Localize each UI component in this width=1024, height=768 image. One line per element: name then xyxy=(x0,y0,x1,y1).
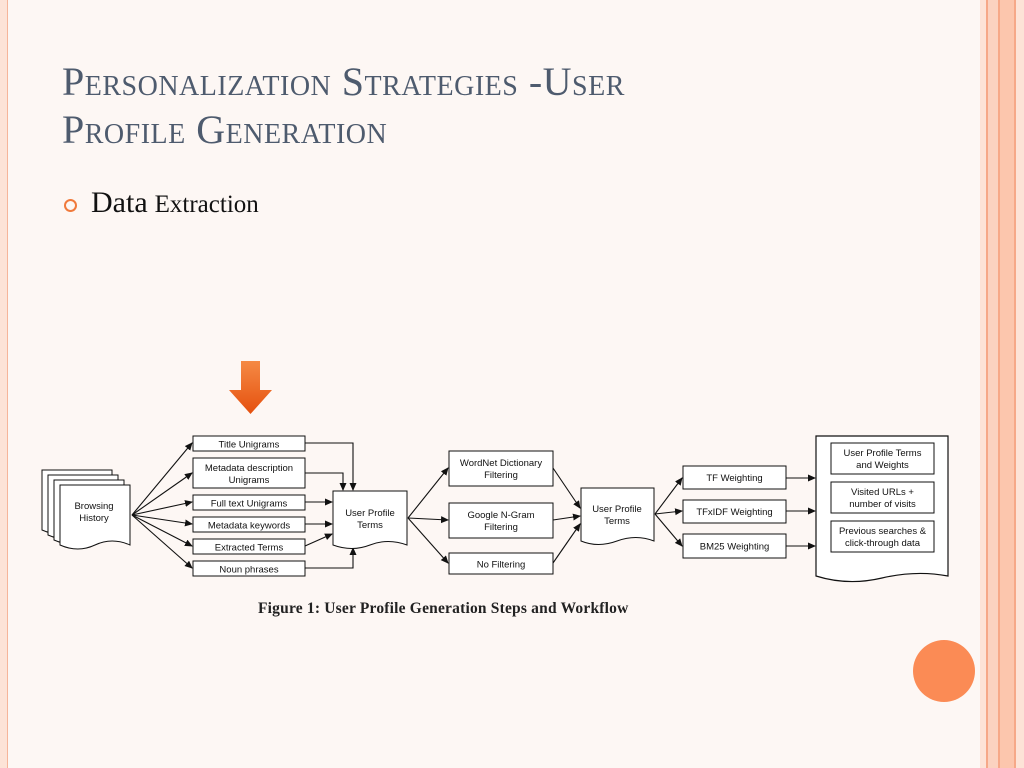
user-profile-terms-1-label-1: User Profile xyxy=(345,508,395,519)
connector-arrow xyxy=(552,523,581,564)
source-box-extracted-terms xyxy=(192,538,306,555)
source-label-metadata-description-1: Metadata description xyxy=(205,463,293,474)
filter-box-google-ngram xyxy=(448,502,554,539)
source-label-noun-phrases: Noun phrases xyxy=(219,565,278,576)
output-box-terms-weights xyxy=(830,442,935,475)
output-label-visited-urls-2: number of visits xyxy=(849,499,916,510)
connector-arrow xyxy=(552,467,581,509)
connector-arrow xyxy=(407,517,449,564)
bullet-text-data: Data xyxy=(91,186,148,219)
user-profile-terms-doc-1: User Profile Terms xyxy=(332,490,408,549)
user-profile-terms-2-label-1: User Profile xyxy=(592,504,642,515)
connector-arrow xyxy=(407,516,449,524)
bullet-item: Data Extraction xyxy=(64,186,259,220)
decorative-orange-circle xyxy=(913,640,975,702)
user-profile-terms-2-label-2: Terms xyxy=(604,516,630,527)
filter-label-wordnet-2: Filtering xyxy=(484,470,518,481)
right-decor-stripes xyxy=(980,0,1024,768)
weighting-box-bm25 xyxy=(682,533,787,559)
connector-arrow xyxy=(131,514,193,569)
weighting-label-bm25: BM25 Weighting xyxy=(700,542,770,553)
connector-arrow xyxy=(131,514,193,527)
browsing-history-docs: Browsing History xyxy=(41,469,131,550)
filter-label-google-ngram-1: Google N-Gram xyxy=(467,510,534,521)
weighting-box-tf xyxy=(682,465,787,490)
output-box-visited-urls xyxy=(830,481,935,514)
source-label-metadata-keywords: Metadata keywords xyxy=(208,521,291,532)
filter-label-wordnet-1: WordNet Dictionary xyxy=(460,458,542,469)
output-box-previous-searches xyxy=(830,520,935,553)
connector-arrow xyxy=(552,513,581,521)
browsing-history-label-1: Browsing xyxy=(74,501,113,512)
weighting-label-tfxidf: TFxIDF Weighting xyxy=(696,507,772,518)
connector-arrow xyxy=(654,513,683,547)
source-boxes: Title Unigrams Metadata description Unig… xyxy=(192,435,306,577)
output-profile-doc: User Profile Terms and Weights Visited U… xyxy=(815,435,949,583)
source-box-full-text xyxy=(192,494,306,511)
connector-arrow xyxy=(654,508,683,516)
left-decor-stripe xyxy=(0,0,8,768)
user-profile-terms-doc-2: User Profile Terms xyxy=(580,487,655,545)
down-arrow-icon xyxy=(229,361,272,414)
browsing-history-label-2: History xyxy=(79,513,109,524)
connector-arrow xyxy=(131,500,193,516)
output-label-terms-weights-2: and Weights xyxy=(856,460,909,471)
weighting-boxes: TF Weighting TFxIDF Weighting BM25 Weigh… xyxy=(682,465,787,559)
weighting-box-tfxidf xyxy=(682,499,787,524)
slide-title: Personalization Strategies -User Profile… xyxy=(62,58,922,154)
weighting-label-tf: TF Weighting xyxy=(706,473,762,484)
output-label-terms-weights-1: User Profile Terms xyxy=(844,448,922,459)
bullet-circle-icon xyxy=(64,198,77,212)
source-box-title-unigrams xyxy=(192,435,306,452)
source-label-metadata-description-2: Unigrams xyxy=(229,475,270,486)
source-box-metadata-keywords xyxy=(192,516,306,533)
connector-arrow xyxy=(654,477,683,515)
filter-box-no-filtering xyxy=(448,552,554,575)
connector-arrow xyxy=(305,442,357,491)
figure-caption: Figure 1: User Profile Generation Steps … xyxy=(258,600,629,617)
filter-label-google-ngram-2: Filtering xyxy=(484,522,518,533)
connector-arrow xyxy=(407,467,449,519)
title-line-2: Profile Generation xyxy=(62,107,388,152)
source-label-title-unigrams: Title Unigrams xyxy=(219,440,280,451)
filter-boxes: WordNet Dictionary Filtering Google N-Gr… xyxy=(448,450,554,575)
connector-arrow xyxy=(305,547,357,569)
bullet-text-extraction: Extraction xyxy=(154,191,259,218)
output-label-previous-searches-2: click-through data xyxy=(845,538,921,549)
source-box-metadata-description xyxy=(192,457,306,489)
connector-arrow xyxy=(305,472,347,491)
source-label-extracted-terms: Extracted Terms xyxy=(215,543,284,554)
filter-label-no-filtering: No Filtering xyxy=(477,560,526,571)
connector-arrow xyxy=(131,472,193,516)
filter-box-wordnet xyxy=(448,450,554,487)
connector-arrow xyxy=(131,442,193,516)
user-profile-terms-1-label-2: Terms xyxy=(357,520,383,531)
title-line-1: Personalization Strategies -User xyxy=(62,59,625,104)
connector-arrow xyxy=(131,514,193,547)
workflow-diagram: Browsing History Title Unigrams Metadata… xyxy=(41,435,949,583)
output-label-visited-urls-1: Visited URLs + xyxy=(851,487,914,498)
connector-arrow xyxy=(304,533,333,547)
output-label-previous-searches-1: Previous searches & xyxy=(839,526,927,537)
source-label-full-text: Full text Unigrams xyxy=(211,499,288,510)
source-box-noun-phrases xyxy=(192,560,306,577)
